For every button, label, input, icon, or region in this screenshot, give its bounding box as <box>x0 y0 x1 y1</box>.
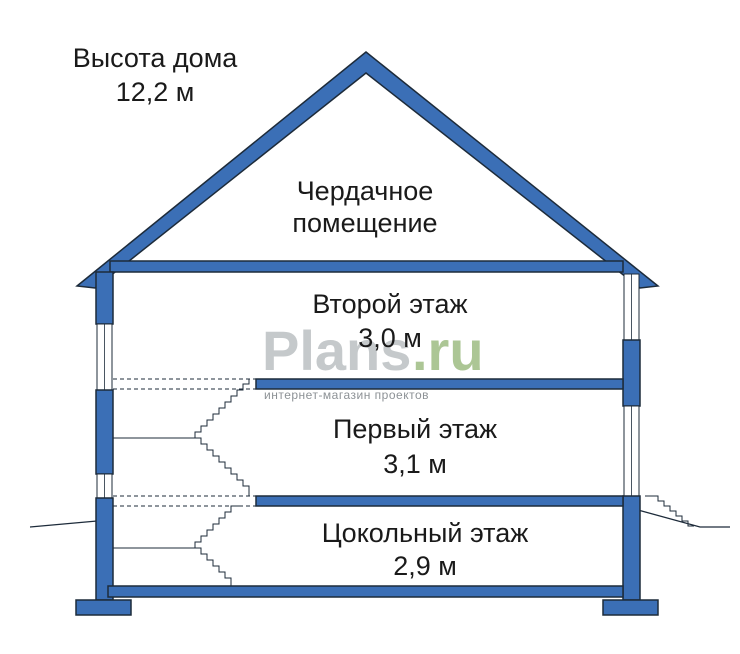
stairs-first-floor <box>113 379 250 439</box>
attic-label-line1: Чердачное <box>296 176 434 206</box>
watermark-tagline: интернет-магазин проектов <box>264 388 429 402</box>
right-wall-segment <box>622 495 641 601</box>
basement-floor-name: Цокольный этаж <box>321 518 529 548</box>
second-floor-slab <box>255 378 624 390</box>
first-floor-slab <box>255 495 624 507</box>
watermark-suffix: .ru <box>412 319 484 382</box>
basement-floor-slab <box>107 585 624 598</box>
right-footing <box>602 599 659 616</box>
left-wall-segment <box>95 271 114 325</box>
left-footing <box>75 599 132 616</box>
house-height-value: 12,2 м <box>115 77 195 107</box>
stairs-first-floor <box>195 437 250 496</box>
watermark: Plans .ru интернет-магазин проектов <box>262 318 502 408</box>
house-height-title: Высота дома <box>72 43 238 73</box>
ground-line-right <box>637 509 730 528</box>
stairs-basement <box>113 505 243 549</box>
roof <box>75 51 660 289</box>
second-floor-height: 3,0 м <box>358 323 422 353</box>
attic-floor-slab <box>109 260 624 273</box>
watermark-brand: Plans <box>262 319 412 382</box>
first-floor-height: 3,1 м <box>383 449 447 479</box>
ground-line-left <box>29 520 98 528</box>
left-wall-segment <box>95 497 114 601</box>
first-floor-name: Первый этаж <box>332 414 498 444</box>
right-wall-segment <box>622 339 641 407</box>
attic-label-line2: помещение <box>292 208 438 238</box>
exterior-stairs <box>645 495 694 527</box>
second-floor-name: Второй этаж <box>312 289 468 319</box>
stairs-basement <box>195 547 237 587</box>
basement-floor-height: 2,9 м <box>393 551 457 581</box>
left-wall-segment <box>95 389 114 475</box>
